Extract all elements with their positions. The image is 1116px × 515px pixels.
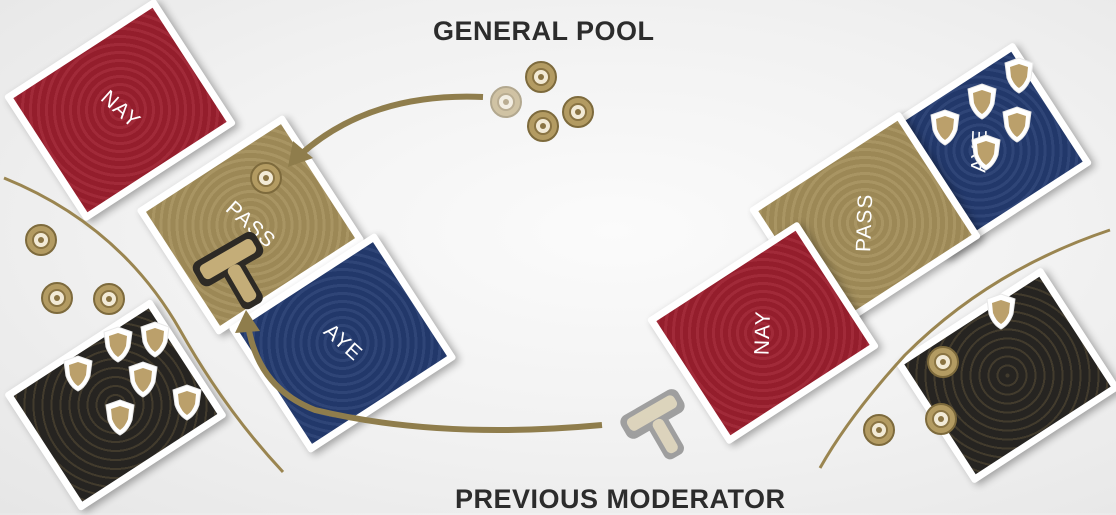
shield-token-icon[interactable] [930,109,960,146]
shield-token-icon[interactable] [128,361,158,398]
shield-token-icon[interactable] [63,355,93,392]
coin-token-icon[interactable] [863,414,895,446]
coin-token-icon[interactable] [93,283,125,315]
shield-token-icon[interactable] [103,326,133,363]
coin-token-icon[interactable] [925,403,957,435]
coin-token-icon[interactable] [562,96,594,128]
shield-token-icon[interactable] [140,321,170,358]
previous-moderator-title: PREVIOUS MODERATOR [455,484,786,514]
shield-token-icon[interactable] [1002,106,1032,143]
gavel-icon[interactable] [617,386,705,473]
coin-token-icon[interactable] [490,86,522,118]
left-divider-line [3,176,285,474]
right-divider-line [818,228,1111,469]
coin-token-icon[interactable] [527,110,559,142]
shield-token-icon[interactable] [971,134,1001,171]
coin-token-icon[interactable] [25,224,57,256]
shield-token-icon[interactable] [172,384,202,421]
coin-token-icon[interactable] [41,282,73,314]
shield-token-icon[interactable] [1004,57,1034,94]
coin-token-icon[interactable] [525,61,557,93]
general-pool-title: GENERAL POOL [433,16,655,46]
arrow-icon [235,310,603,433]
shield-token-icon[interactable] [986,293,1016,330]
arrow-icon [288,93,484,167]
coin-token-icon[interactable] [250,162,282,194]
gavel-icon[interactable] [190,229,286,324]
coin-token-icon[interactable] [927,346,959,378]
shield-token-icon[interactable] [105,399,135,436]
shield-token-icon[interactable] [967,83,997,120]
